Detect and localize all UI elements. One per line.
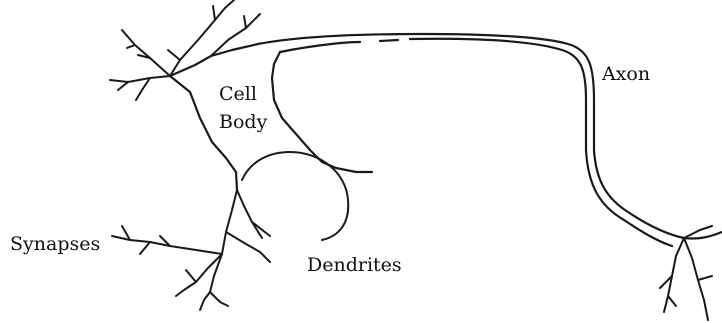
branch bbox=[186, 270, 196, 282]
dendrite-branch bbox=[225, 0, 234, 8]
axon-inner-line-2 bbox=[380, 40, 398, 41]
dendrite-branch bbox=[118, 82, 128, 90]
terminal-branch bbox=[664, 238, 684, 312]
dendrite-branch bbox=[110, 76, 170, 82]
synapses-label: Synapses bbox=[10, 230, 100, 258]
branch bbox=[226, 232, 270, 262]
terminal-branch bbox=[668, 296, 676, 306]
cell-body-label-line2: Body bbox=[219, 108, 267, 136]
cell-body-top-edge bbox=[170, 44, 258, 76]
axon-inner-line bbox=[280, 42, 360, 52]
dendrites-label: Dendrites bbox=[307, 251, 402, 279]
cell-body-label: Cell Body bbox=[219, 80, 267, 136]
cell-body-right-edge bbox=[272, 52, 372, 172]
synapse-branch bbox=[140, 242, 150, 254]
branch bbox=[252, 222, 270, 236]
dendrite-branch bbox=[170, 8, 225, 76]
dendrite-branch bbox=[136, 78, 150, 100]
lower-branches bbox=[112, 190, 270, 310]
cell-body-outline bbox=[170, 44, 372, 190]
dendrite-branch bbox=[213, 6, 215, 20]
branch bbox=[200, 292, 210, 310]
dendrite-branch bbox=[127, 45, 135, 48]
axon-label: Axon bbox=[602, 60, 650, 88]
axon bbox=[258, 34, 722, 246]
branch bbox=[237, 190, 262, 238]
dendrite-branch bbox=[244, 16, 246, 28]
branch-trunk bbox=[210, 190, 237, 292]
dendrite-branch bbox=[168, 50, 180, 60]
axon-terminals bbox=[660, 226, 712, 320]
dendrite-branch bbox=[122, 30, 170, 76]
cell-body-label-line1: Cell bbox=[219, 80, 267, 108]
axon-outer-line bbox=[258, 34, 722, 239]
terminal-branch bbox=[698, 276, 712, 280]
branch bbox=[210, 292, 228, 306]
